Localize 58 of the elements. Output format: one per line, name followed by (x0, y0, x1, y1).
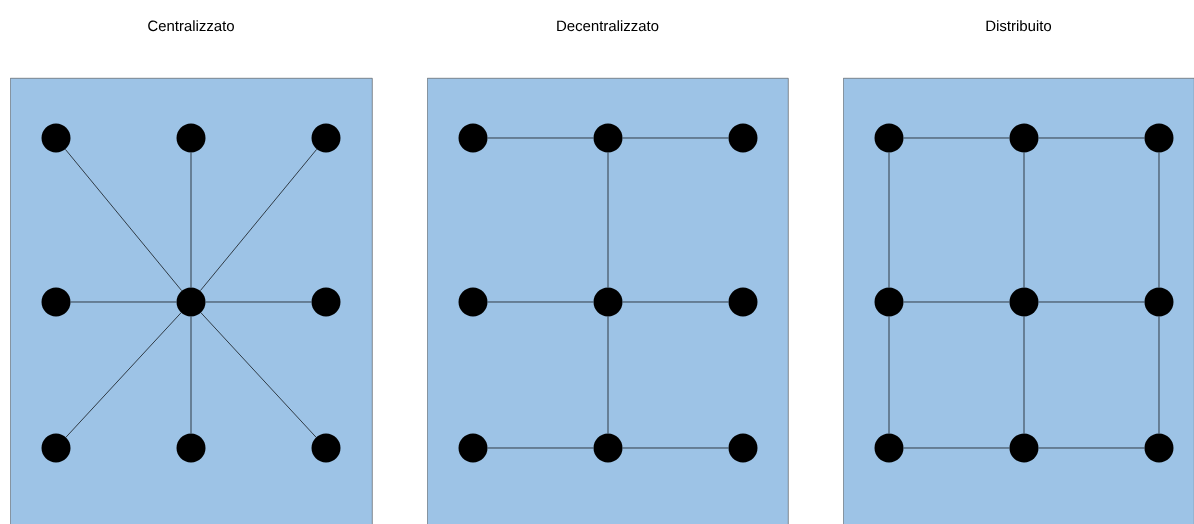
connector-line (1158, 316, 1160, 434)
circle-dot (874, 123, 904, 153)
connector-line (487, 447, 594, 449)
circle-dot (1144, 123, 1174, 153)
circle-dot (176, 287, 206, 317)
connector-line (200, 312, 317, 438)
circle-dot (728, 433, 758, 463)
circle-dot (1009, 123, 1039, 153)
connector-line (205, 301, 312, 303)
circle-dot (458, 123, 488, 153)
connector-line (1038, 137, 1145, 139)
connector-line (70, 301, 177, 303)
connector-line (1038, 301, 1145, 303)
circle-dot (593, 433, 623, 463)
circle-dot (311, 433, 341, 463)
circle-dot (176, 433, 206, 463)
connector-line (1023, 152, 1025, 288)
connector-line (622, 447, 729, 449)
circle-dot (458, 433, 488, 463)
connector-line (622, 301, 729, 303)
circle-dot (1144, 287, 1174, 317)
circle-dot (593, 287, 623, 317)
circle-dot (1144, 433, 1174, 463)
connector-line (903, 301, 1010, 303)
circle-dot (41, 123, 71, 153)
circle-dot (1009, 287, 1039, 317)
connector-line (888, 152, 890, 288)
circle-dot (41, 433, 71, 463)
circle-dot (458, 287, 488, 317)
connector-line (903, 447, 1010, 449)
panel-heading: Decentralizzato (557, 20, 659, 32)
connector-line (1158, 152, 1160, 288)
connector-line (903, 137, 1010, 139)
connector-line (65, 149, 182, 291)
connector-line (1038, 447, 1145, 449)
panel-heading: Distribuito (986, 20, 1052, 32)
panel-heading: Centralizzato (148, 20, 234, 32)
circle-dot (311, 287, 341, 317)
circle-dot (728, 123, 758, 153)
circle-dot (41, 287, 71, 317)
connector-line (487, 137, 594, 139)
connector-line (1023, 316, 1025, 434)
circle-dot (311, 123, 341, 153)
connector-line (607, 152, 609, 288)
circle-dot (728, 287, 758, 317)
connector-line (190, 152, 192, 288)
circle-dot (874, 287, 904, 317)
circle-dot (593, 123, 623, 153)
circle-dot (1009, 433, 1039, 463)
connector-line (607, 316, 609, 434)
connector-line (190, 316, 192, 434)
connector-line (200, 149, 318, 291)
connector-line (622, 137, 729, 139)
connector-line (487, 301, 594, 303)
connector-line (65, 312, 182, 438)
connector-line (888, 316, 890, 434)
circle-dot (176, 123, 206, 153)
circle-dot (874, 433, 904, 463)
